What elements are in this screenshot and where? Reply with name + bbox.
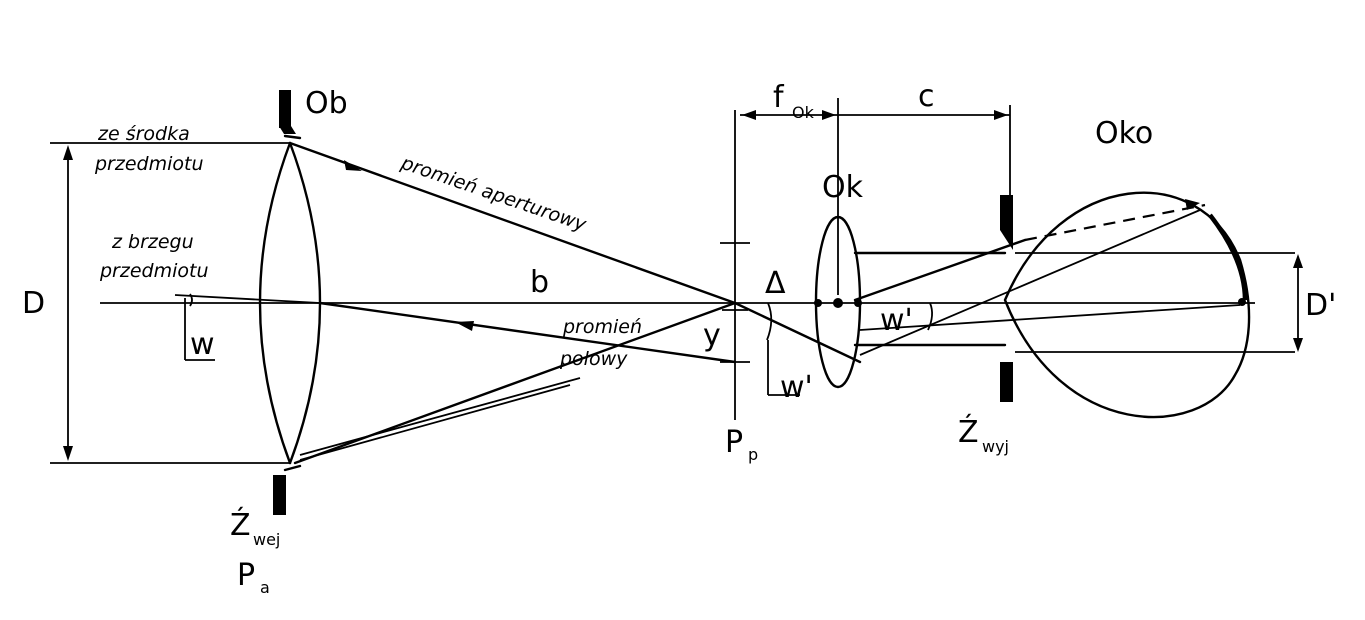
object-label-2: przedmiotu bbox=[99, 260, 209, 282]
exit-pupil-label: Ź bbox=[958, 414, 979, 450]
object-label-1: przedmiotu bbox=[94, 153, 204, 175]
Pp-subscript: p bbox=[748, 445, 758, 464]
Pp-label: P bbox=[725, 425, 743, 460]
from-center-label: ze środka bbox=[97, 123, 190, 145]
entrance-pupil-label: Ź bbox=[230, 507, 251, 543]
field-ray-label-1: promień bbox=[562, 316, 642, 338]
exit-pupil-subscript: wyj bbox=[982, 437, 1009, 456]
angle-w-prime-arc bbox=[927, 302, 933, 331]
field-ray bbox=[318, 301, 737, 364]
dimension-D bbox=[50, 142, 290, 464]
ray-arrow bbox=[344, 160, 362, 171]
aperture-ray-label: promień aperturowy bbox=[397, 152, 589, 237]
c-label: c bbox=[918, 79, 935, 114]
eyepiece-label: Ok bbox=[822, 170, 864, 205]
ray-arrow bbox=[455, 321, 474, 331]
y-label: y bbox=[703, 318, 721, 353]
angle-w-arc bbox=[189, 293, 193, 307]
D-label: D bbox=[22, 286, 45, 321]
w-prime-label: w' bbox=[880, 303, 913, 338]
w-prime-lower-label: w' bbox=[780, 370, 813, 405]
field-ray-label-2: polowy bbox=[559, 348, 628, 370]
entrance-pupil-stop bbox=[273, 90, 296, 515]
D-prime-label: D' bbox=[1305, 288, 1336, 323]
eye-outline bbox=[1003, 191, 1251, 419]
dimension-f-c bbox=[740, 98, 1011, 295]
b-label: b bbox=[530, 265, 549, 300]
exit-pupil-stop bbox=[1000, 195, 1013, 402]
objective-label: Ob bbox=[305, 86, 348, 121]
dimension-D-prime bbox=[1293, 254, 1303, 352]
Pa-label: P bbox=[237, 558, 255, 593]
w-label: w bbox=[190, 327, 215, 362]
aperture-ray-top bbox=[288, 141, 737, 305]
eyepiece-lens bbox=[814, 215, 862, 389]
eye-label: Oko bbox=[1095, 116, 1153, 151]
delta-label: Δ bbox=[765, 266, 786, 301]
from-edge-label: z brzegu bbox=[111, 231, 194, 253]
Pa-subscript: a bbox=[260, 578, 270, 597]
f-ok-label: f bbox=[773, 80, 785, 115]
entrance-pupil-subscript: wej bbox=[253, 530, 280, 549]
image-plane-Pp bbox=[720, 110, 750, 420]
f-ok-subscript: Ok bbox=[792, 103, 815, 122]
